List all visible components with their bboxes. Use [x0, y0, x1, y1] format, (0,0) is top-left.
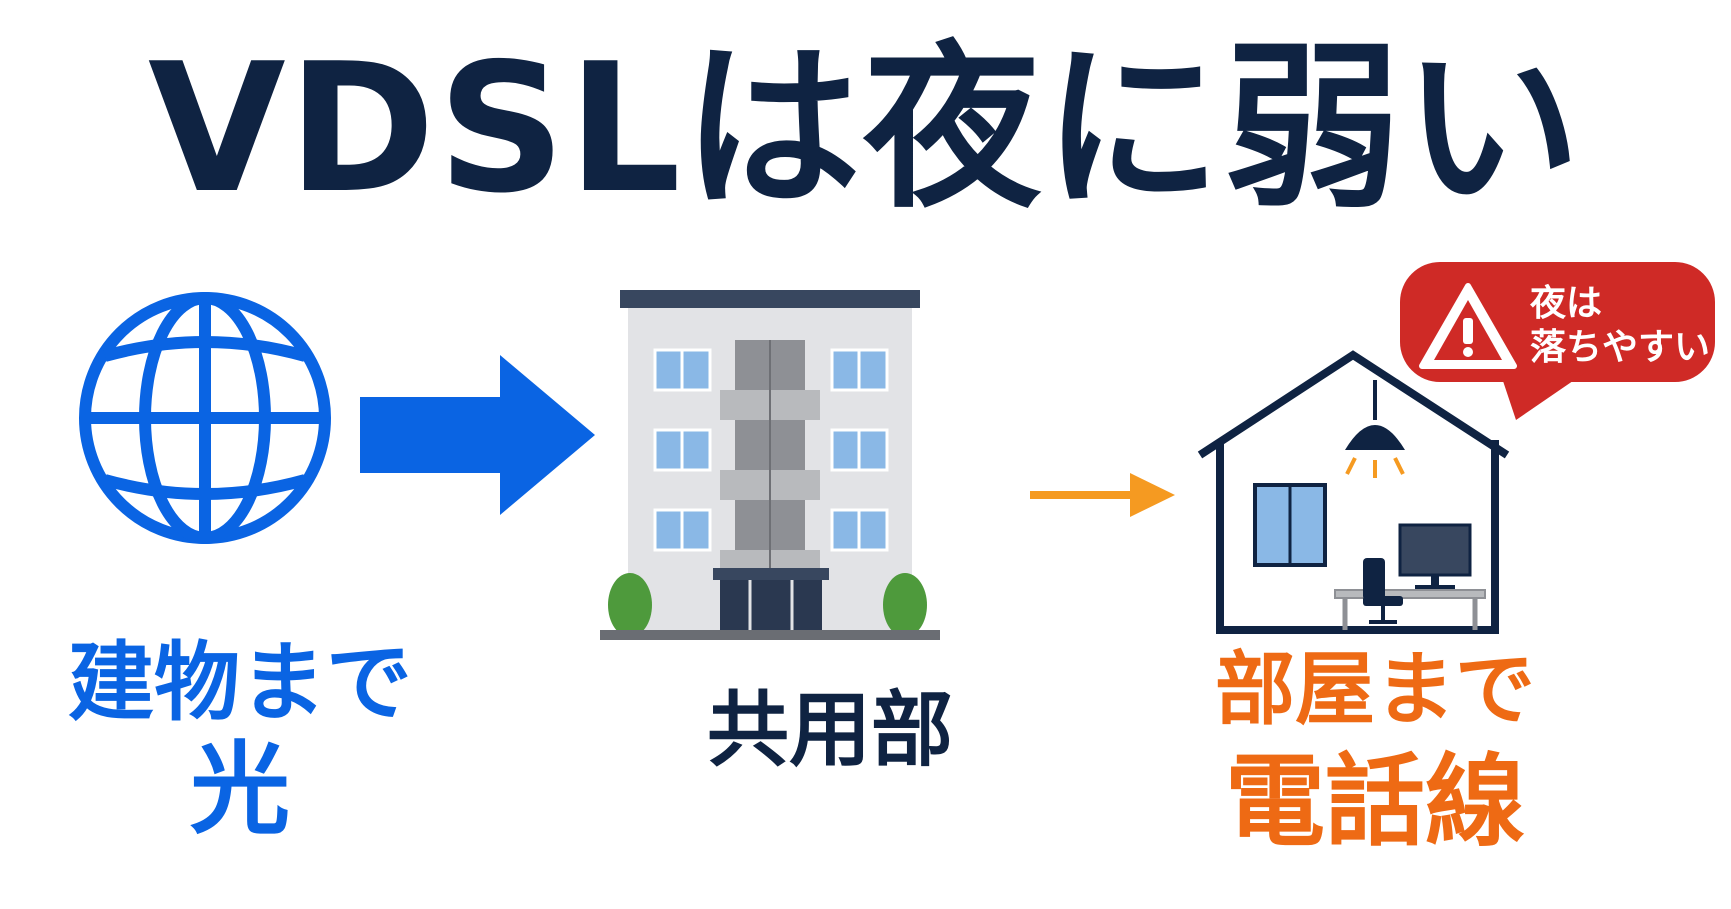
- page-title: VDSLは夜に弱い: [147, 25, 1584, 232]
- right-label-line-1: 部屋まで: [1215, 643, 1535, 736]
- arrow-right-icon: [360, 355, 595, 515]
- right-label-line-2: 電話線: [1225, 743, 1525, 860]
- left-label-line-1: 建物まで: [68, 633, 412, 733]
- arrow-right-icon: [1030, 473, 1175, 517]
- callout-text: 夜は 落ちやすい: [1530, 282, 1710, 370]
- callout-line-1: 夜は: [1530, 283, 1603, 324]
- callout-line-2: 落ちやすい: [1530, 327, 1711, 368]
- callout-tail: [1500, 372, 1586, 420]
- apartment-building-icon: [600, 290, 940, 640]
- left-label-line-2: 光: [190, 731, 290, 848]
- middle-label: 共用部: [706, 683, 953, 778]
- house-icon: [1197, 350, 1510, 634]
- globe-icon: [79, 292, 331, 544]
- warning-icon: [1419, 283, 1517, 369]
